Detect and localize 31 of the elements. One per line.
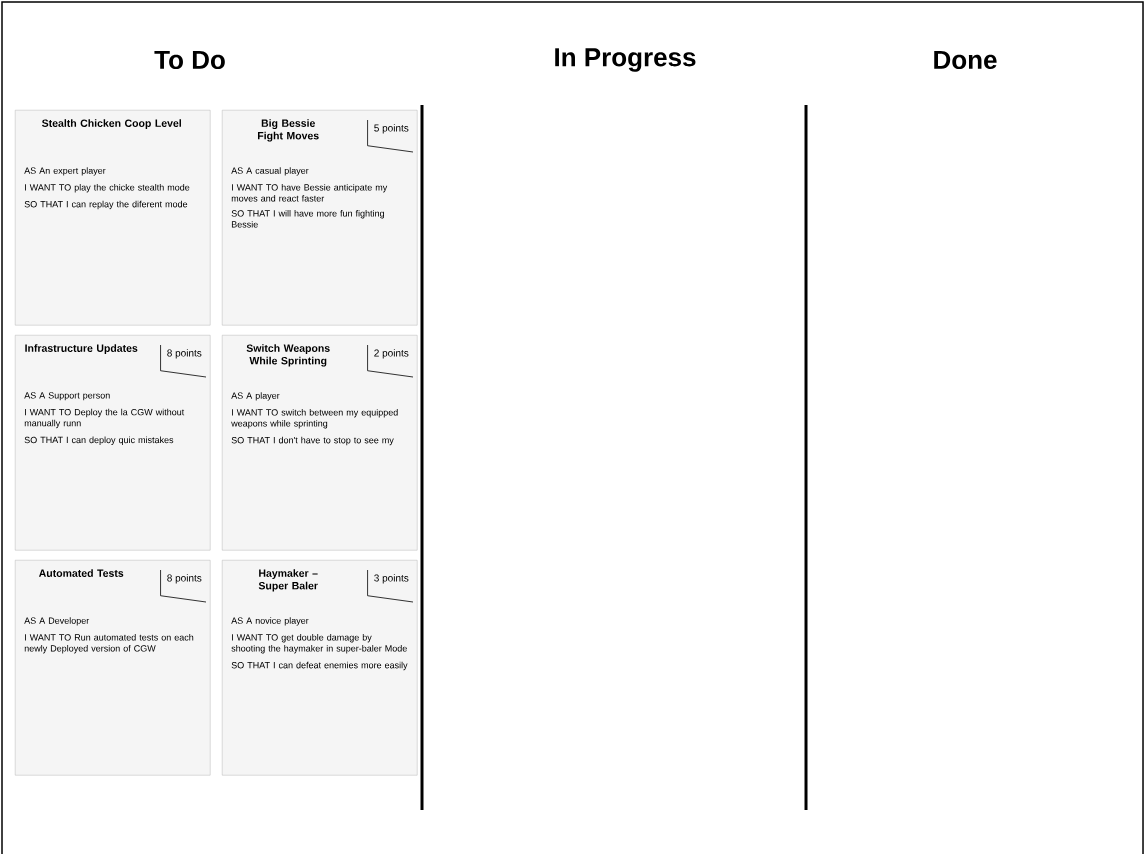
- story-text: SO THAT I don't have to stop to see my: [231, 436, 394, 446]
- card-title: Automated Tests: [39, 569, 124, 577]
- story-text: SO THAT I can defeat enemies more easily: [231, 661, 408, 671]
- card-title: Haymaker – Super Baler: [258, 569, 318, 592]
- story-text: I WANT TO get double damage by shooting the haymaker in super-baler Mode: [231, 634, 407, 654]
- story-text: I WANT TO switch between my equipped weapons while sprinting: [231, 409, 398, 429]
- story-text: I WANT TO have Bessie anticipate my moves and react faster: [231, 184, 388, 202]
- story-points: 8 points: [160, 344, 207, 378]
- story-text: I WANT TO play the chicke stealth mode: [25, 184, 190, 193]
- story-points: 8 points: [160, 569, 207, 603]
- story-text: AS A player: [231, 392, 280, 401]
- card-title: Infrastructure Updates: [25, 344, 138, 354]
- column-heading: In Progress: [555, 48, 696, 72]
- card-title: Stealth Chicken Coop Level: [42, 119, 181, 129]
- card-title: Big Bessie Fight Moves: [258, 119, 319, 142]
- story-points: 2 points: [367, 344, 414, 378]
- story-text: I WANT TO Deploy the la CGW without manually runn: [24, 408, 185, 429]
- story-text: SO THAT I can replay the diferent mode: [24, 200, 188, 210]
- story-text: SO THAT I can deploy quic mistakes: [24, 436, 174, 445]
- story-text: AS A novice player: [231, 617, 309, 626]
- story-text: SO THAT I will have more fun fighting Bessie: [231, 210, 384, 228]
- column-heading: To Do: [154, 50, 225, 70]
- story-points: 5 points: [367, 119, 414, 153]
- column-heading: Done: [934, 50, 997, 70]
- story-points: 3 points: [367, 569, 414, 603]
- card-title: Switch Weapons While Sprinting: [246, 344, 330, 367]
- story-text: AS A Support person: [24, 392, 110, 401]
- story-text: I WANT TO Run automated tests on each newly Deployed version of CGW: [24, 634, 194, 654]
- story-text: AS A Developer: [24, 617, 90, 626]
- story-text: AS A casual player: [231, 167, 309, 176]
- story-text: AS An expert player: [24, 167, 106, 176]
